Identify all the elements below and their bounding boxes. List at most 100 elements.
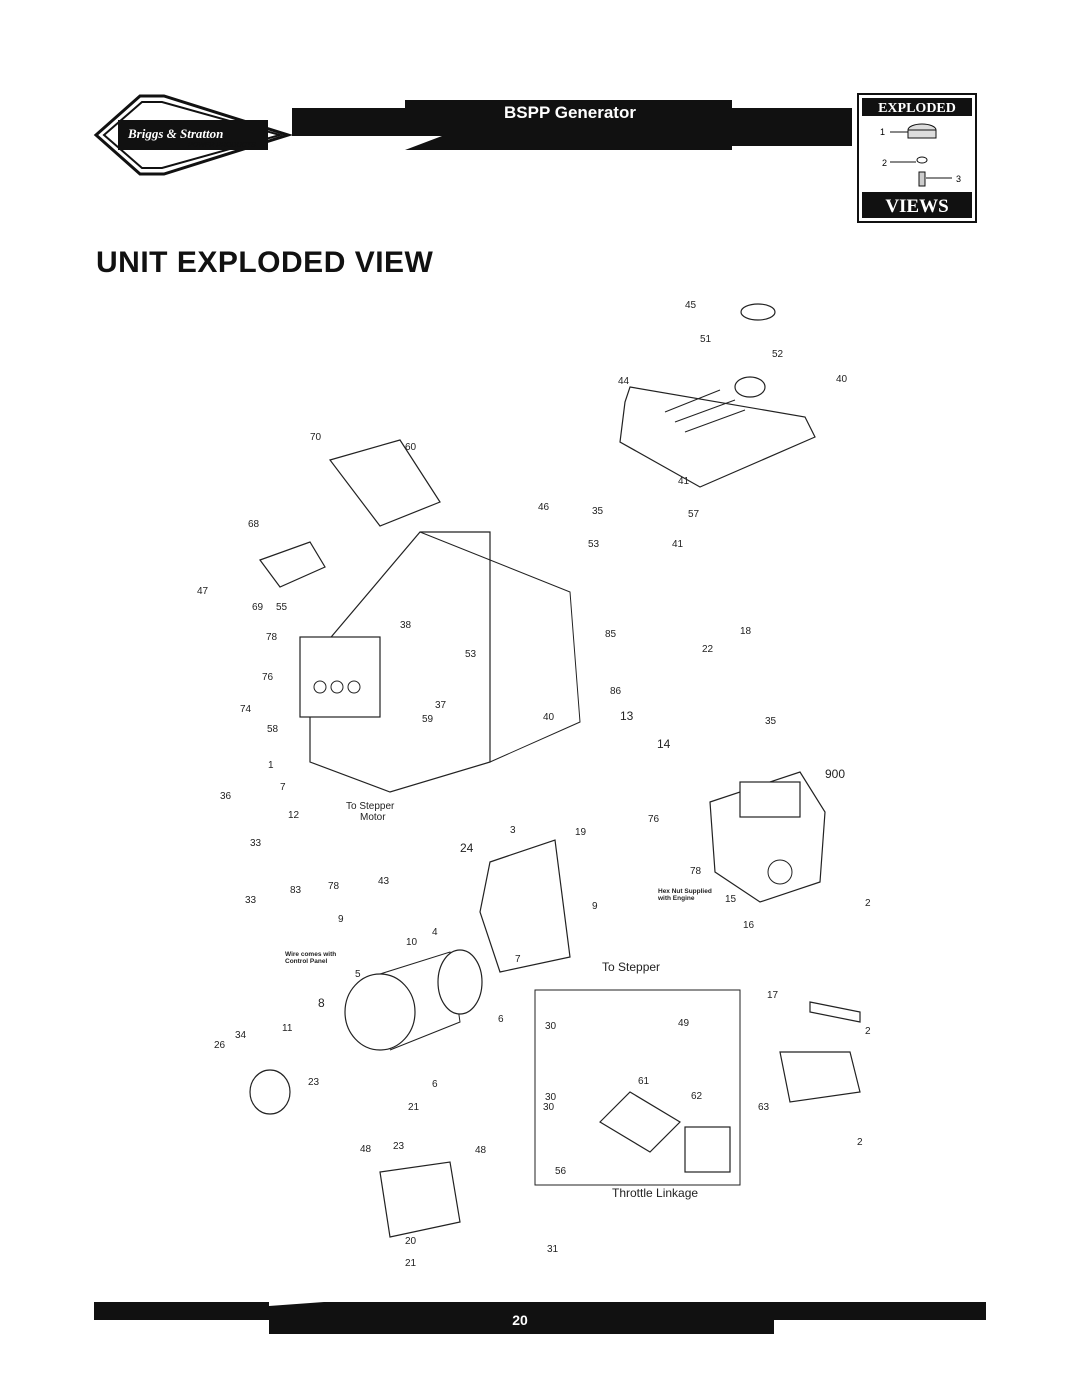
- callout-30c: 30: [543, 1102, 555, 1113]
- callout-58: 58: [267, 724, 279, 735]
- callout-51: 51: [700, 334, 712, 345]
- callout-900: 900: [825, 767, 845, 781]
- callout-40: 40: [836, 374, 848, 385]
- engine: [709, 771, 826, 903]
- badge-label-1: 1: [880, 127, 885, 137]
- exploded-diagram: 45 51 52 40 44 70 60 68 41 35 46 57 53 4…: [197, 300, 871, 1269]
- callout-35b: 35: [765, 716, 777, 727]
- callout-37: 37: [435, 700, 447, 711]
- callout-11: 11: [282, 1023, 293, 1034]
- callout-46: 46: [538, 502, 550, 513]
- callout-23b: 23: [393, 1141, 405, 1152]
- label-throttle-linkage: Throttle Linkage: [612, 1186, 698, 1200]
- throttle-linkage-box: [534, 989, 741, 1186]
- callout-6a: 6: [498, 1014, 504, 1025]
- badge-bottom-label: VIEWS: [885, 196, 948, 217]
- label-control-panel: Control Panel: [285, 958, 327, 965]
- callout-16: 16: [743, 920, 755, 931]
- callout-48b: 48: [475, 1145, 487, 1156]
- callout-63: 63: [758, 1102, 770, 1113]
- callout-20: 20: [405, 1236, 417, 1247]
- callout-49: 49: [678, 1018, 690, 1029]
- callout-61: 61: [638, 1076, 650, 1087]
- callout-23a: 23: [308, 1077, 320, 1088]
- callout-35a: 35: [592, 506, 604, 517]
- callout-8: 8: [318, 996, 325, 1010]
- label-to-stepper-2: To Stepper: [602, 960, 660, 974]
- label-motor: Motor: [360, 812, 386, 823]
- callout-70: 70: [310, 432, 322, 443]
- brand-name: Briggs & Stratton: [127, 126, 223, 141]
- callout-5: 5: [355, 969, 361, 980]
- callout-62: 62: [691, 1091, 703, 1102]
- callout-26: 26: [214, 1040, 226, 1051]
- callout-34: 34: [235, 1030, 247, 1041]
- badge-label-2: 2: [882, 158, 887, 168]
- callout-47: 47: [197, 586, 209, 597]
- page-number: 20: [512, 1312, 528, 1328]
- callout-13: 13: [620, 709, 634, 723]
- callout-57: 57: [688, 509, 700, 520]
- callout-30a: 30: [545, 1021, 557, 1032]
- label-hex-nut: Hex Nut Supplied: [658, 888, 712, 895]
- callout-2c: 2: [857, 1137, 863, 1148]
- callout-3: 3: [510, 825, 516, 836]
- alternator: [249, 949, 483, 1115]
- callout-53a: 53: [588, 539, 600, 550]
- callout-56: 56: [555, 1166, 567, 1177]
- callout-24: 24: [460, 841, 474, 855]
- callout-48a: 48: [360, 1144, 372, 1155]
- callout-7b: 7: [515, 954, 521, 965]
- callout-78b: 78: [328, 881, 340, 892]
- callout-76b: 76: [648, 814, 660, 825]
- callout-9a: 9: [338, 914, 344, 925]
- callout-68: 68: [248, 519, 260, 530]
- label-wire-comes: Wire comes with: [285, 951, 336, 958]
- callout-7a: 7: [280, 782, 286, 793]
- badge-label-3: 3: [956, 174, 961, 184]
- callout-85: 85: [605, 629, 617, 640]
- callout-21b: 21: [405, 1258, 417, 1269]
- callout-2b: 2: [865, 1026, 871, 1037]
- callout-33b: 33: [245, 895, 257, 906]
- callout-43: 43: [378, 876, 390, 887]
- callout-60: 60: [405, 442, 417, 453]
- exploded-views-badge: EXPLODED 1 2 3 VIEWS: [857, 93, 977, 223]
- callout-9b: 9: [592, 901, 598, 912]
- callout-55: 55: [276, 602, 288, 613]
- product-title: BSPP Generator: [504, 103, 636, 122]
- callout-45: 45: [685, 300, 697, 311]
- fuel-tank: [619, 303, 816, 488]
- callout-22: 22: [702, 644, 714, 655]
- callout-53b: 53: [465, 649, 477, 660]
- callout-30b: 30: [545, 1092, 557, 1103]
- panel-plate: [328, 439, 441, 527]
- footer-bar: [94, 1302, 986, 1334]
- callout-59: 59: [422, 714, 434, 725]
- callout-40b: 40: [543, 712, 555, 723]
- callout-38: 38: [400, 620, 412, 631]
- base-frame: [379, 1161, 461, 1238]
- callout-4: 4: [432, 927, 438, 938]
- callout-2a: 2: [865, 898, 871, 909]
- callout-78c: 78: [690, 866, 702, 877]
- callout-31: 31: [547, 1244, 559, 1255]
- cover-part: [259, 541, 326, 588]
- badge-top-label: EXPLODED: [878, 101, 956, 116]
- callout-17: 17: [767, 990, 779, 1001]
- callout-52: 52: [772, 349, 784, 360]
- callout-6b: 6: [432, 1079, 438, 1090]
- callout-74: 74: [240, 704, 252, 715]
- brand-sub: POWER PRODUCTS: [188, 142, 256, 149]
- callout-41b: 41: [672, 539, 684, 550]
- frame: [299, 531, 581, 793]
- callout-78a: 78: [266, 632, 278, 643]
- callout-15: 15: [725, 894, 737, 905]
- callout-1: 1: [268, 760, 274, 771]
- callout-18: 18: [740, 626, 752, 637]
- callout-21a: 21: [408, 1102, 420, 1113]
- page-title: UNIT EXPLODED VIEW: [96, 246, 434, 279]
- callout-19: 19: [575, 827, 587, 838]
- callout-36: 36: [220, 791, 232, 802]
- callout-69: 69: [252, 602, 264, 613]
